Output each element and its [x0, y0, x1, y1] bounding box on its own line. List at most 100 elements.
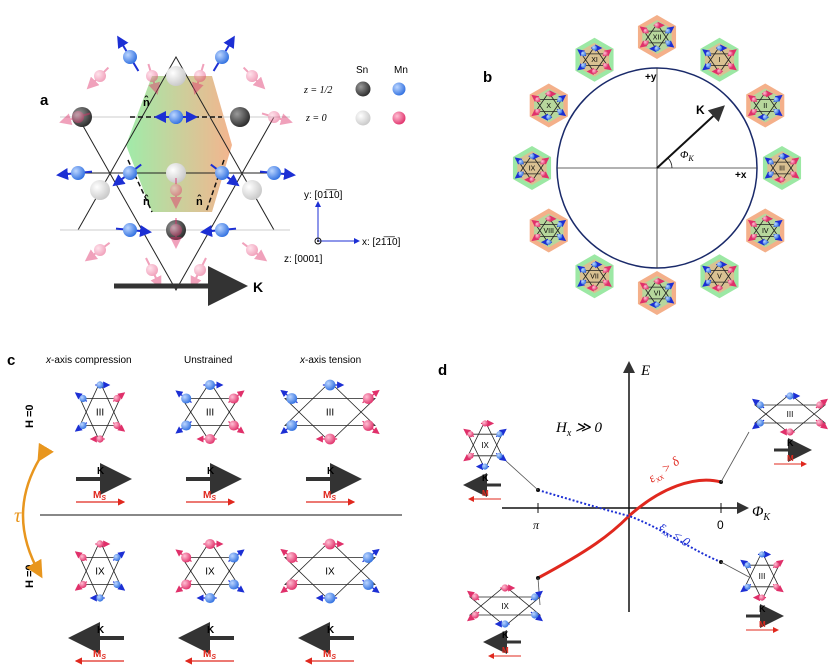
domain-hexagon-V: V	[700, 254, 739, 299]
m-label-d: M	[502, 646, 509, 655]
domain-label: III	[96, 408, 104, 419]
mn-atom-pink	[146, 63, 160, 95]
mn-atoms	[56, 35, 296, 289]
domain-label: III	[206, 408, 214, 419]
panel-a: a n̂ n̂ n̂ K Sn Mn	[40, 35, 408, 306]
ms-label-c: MS	[93, 490, 106, 502]
ms-label-c: MS	[203, 649, 216, 661]
mn-atom-blue	[210, 163, 240, 187]
domain-hexagon-IX: IX	[512, 146, 552, 190]
spin-domain-cell: V	[702, 260, 737, 292]
spin-domain-cell: III	[74, 381, 126, 443]
domain-label: IX	[529, 165, 536, 172]
k-label-d: K	[502, 630, 509, 640]
k-label-c: K	[327, 466, 335, 477]
spin-domain-cell: IX	[463, 419, 507, 471]
mn-atom-pink	[84, 242, 111, 262]
spin-domain-cell: X	[531, 90, 567, 121]
domain-label: IX	[325, 567, 335, 578]
domain-label: IX	[95, 567, 105, 578]
ms-label-c: MS	[323, 649, 336, 661]
spin-domain-cell: VI	[639, 277, 675, 309]
mn-atom-pink	[59, 111, 91, 125]
domain-label: IX	[205, 567, 215, 578]
col-compression: x-axis compression	[45, 355, 132, 366]
mn-atom-blue	[112, 163, 142, 187]
domain-label: IX	[501, 602, 509, 611]
k-label-d: K	[482, 473, 489, 483]
mn-atom-pink	[170, 178, 182, 209]
spin-domain-cell: IX	[175, 538, 245, 604]
axis-x-label: x: [21̅1̅0]	[362, 236, 401, 248]
col-tension: x-axis tension	[299, 355, 361, 366]
spin-domain-cell: III	[764, 152, 800, 184]
domain-label: VII	[590, 274, 599, 281]
sn-atom	[166, 66, 186, 86]
k-label-c: K	[97, 625, 105, 636]
panel-a-label: a	[40, 92, 49, 109]
sn-atoms	[72, 66, 262, 240]
k-label-c: K	[97, 466, 105, 477]
k-vector-b	[656, 105, 725, 169]
k-label-d: K	[787, 438, 794, 448]
red-energy-curve	[537, 478, 722, 580]
mn-atom-blue	[115, 223, 152, 237]
domain-label: XI	[591, 57, 598, 64]
sn-atom	[166, 163, 186, 183]
domain-label: IV	[762, 228, 769, 235]
axis-y-label: y: [01̅1̅0]	[304, 189, 343, 201]
panel-d-label: d	[438, 362, 447, 379]
m-label-d: M	[759, 620, 766, 629]
tau-label: τ	[14, 505, 22, 527]
domain-label: X	[546, 103, 551, 110]
axis-z-label: z: [0001]	[284, 254, 323, 265]
domain-hexagon-III: III	[762, 146, 802, 190]
phi-label-b: ΦK	[680, 149, 694, 163]
spin-domain-cell: III	[175, 379, 245, 445]
domain-hexagon-IV: IV	[746, 208, 785, 253]
spin-domain-cell: IX	[514, 152, 550, 184]
row-top-label: H =0	[24, 404, 36, 428]
domain-label: II	[763, 103, 767, 110]
mn-atom-pink	[242, 66, 266, 90]
mn-atom-blue	[154, 110, 190, 124]
domain-hexagon-VIII: VIII	[529, 208, 568, 253]
spin-domain-cell: IV	[747, 215, 783, 246]
row-bottom-label: H =0	[24, 564, 36, 588]
domain-label: III	[326, 408, 334, 419]
ms-label-c: MS	[203, 490, 216, 502]
domain-hexagon-VI: VI	[637, 271, 677, 315]
domain-hexagon-XI: XI	[575, 37, 614, 82]
m-label-d: M	[482, 489, 489, 498]
panel-c-label: c	[7, 352, 15, 369]
zero-tick: 0	[717, 518, 724, 532]
legend-sn: Sn	[356, 65, 368, 76]
domain-label: III	[787, 410, 794, 419]
domain-hexagon-X: X	[529, 83, 568, 128]
legend-z-half: z = 1/2	[303, 85, 332, 96]
plus-y-label: +y	[645, 72, 657, 83]
m-label-d: M	[787, 454, 794, 463]
n-hat-right: n̂	[196, 195, 203, 208]
domain-hexagon-I: I	[700, 37, 739, 82]
domain-label: I	[719, 57, 721, 64]
sn-atom	[230, 107, 250, 127]
e-axis-label: E	[640, 363, 650, 379]
red-curve-label: εxx > δ	[645, 453, 684, 487]
mn-atom-blue	[200, 223, 237, 237]
domain-label: VIII	[543, 228, 554, 235]
spin-domain-cell: III	[751, 392, 829, 436]
k-label-b: K	[696, 103, 705, 117]
domain-label: V	[717, 274, 722, 281]
spin-domain-cell: IX	[466, 584, 544, 628]
k-label-c: K	[327, 625, 335, 636]
plus-x-label: +x	[735, 170, 747, 181]
domain-hexagon-VII: VII	[575, 254, 614, 299]
ms-label-c: MS	[93, 649, 106, 661]
mn-atom-pink	[241, 242, 268, 262]
spin-domain-cell: IX	[280, 538, 380, 604]
panel-d: d E ΦK π 0 Hx ≫ 0 εxx > δ εxx ≤ 0 IXKMII…	[438, 361, 829, 659]
